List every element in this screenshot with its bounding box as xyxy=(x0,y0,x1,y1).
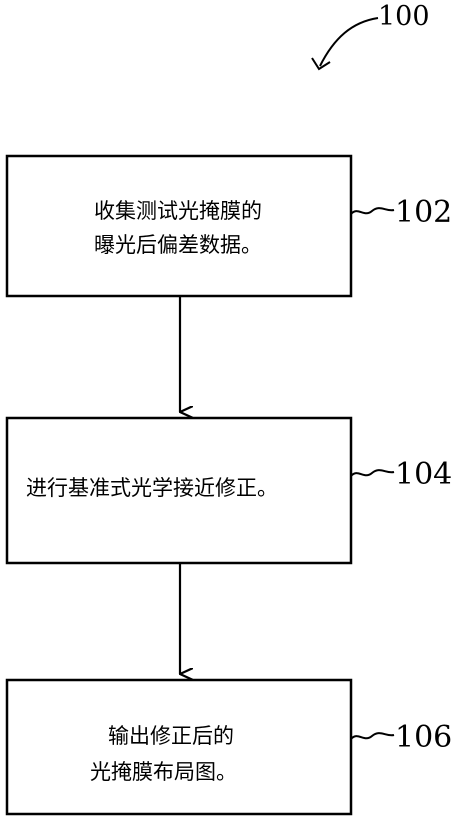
step-104-line-1: 进行基准式光学接近修正。 xyxy=(26,476,278,500)
step-ref-104: 104 xyxy=(395,457,452,492)
step-box-106 xyxy=(5,678,353,816)
leader-line-106 xyxy=(350,732,395,740)
step-102-line-1: 收集测试光掩膜的 xyxy=(94,199,262,223)
step-106-line-1: 输出修正后的 xyxy=(108,724,234,748)
step-box-104 xyxy=(5,416,353,565)
figure-reference-label: 100 xyxy=(378,1,430,32)
leader-line-104 xyxy=(350,469,395,477)
step-106-line-2: 光掩膜布局图。 xyxy=(90,760,237,784)
figure-reference-arrow xyxy=(319,17,379,67)
step-ref-102: 102 xyxy=(395,195,452,230)
leader-line-102 xyxy=(350,207,395,215)
step-ref-106: 106 xyxy=(395,720,452,755)
figure-reference-arrowhead-icon xyxy=(311,57,331,71)
step-102-line-2: 曝光后偏差数据。 xyxy=(94,233,262,257)
step-box-102 xyxy=(5,154,353,298)
